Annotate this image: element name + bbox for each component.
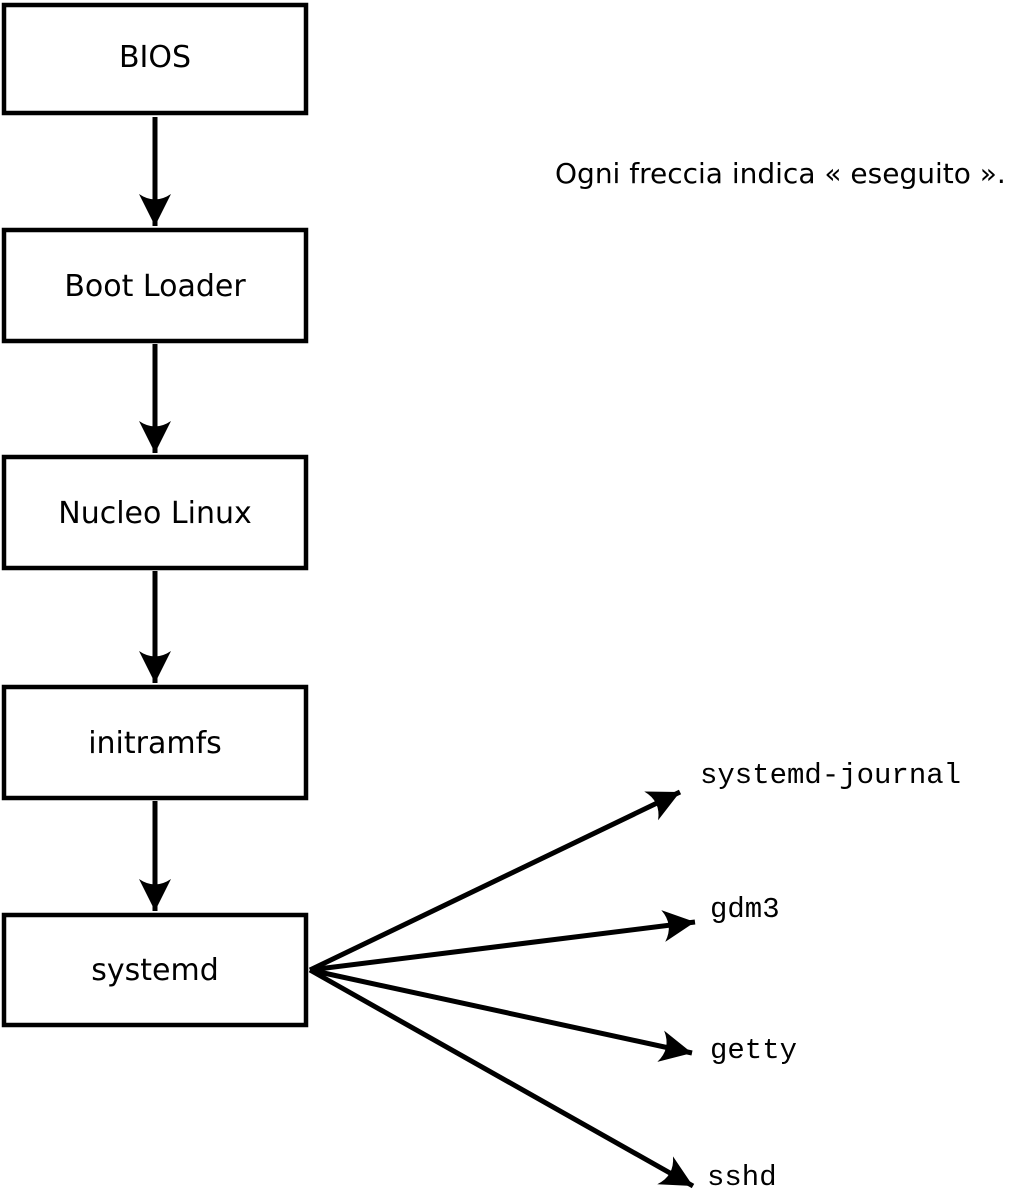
flow-box-boot-loader-rect: [1, 227, 309, 344]
fan-arrow-systemd-to-getty: [309, 967, 693, 1062]
flow-box-bios-rect: [1, 2, 309, 116]
service-label-gdm3: gdm3: [710, 893, 780, 926]
fan-arrow-systemd-to-gdm3: [309, 910, 696, 973]
flow-box-initramfs: initramfs: [1, 684, 309, 801]
service-label-systemd-journal: systemd-journal: [700, 759, 961, 792]
flow-box-boot-loader: Boot Loader: [1, 227, 309, 344]
fan-arrow-systemd-to-sshd: [308, 967, 695, 1189]
flow-box-systemd-rect: [1, 912, 309, 1028]
flow-box-initramfs-label: initramfs: [88, 726, 222, 761]
flow-box-nucleo-linux-rect: [1, 454, 309, 571]
service-label-sshd: sshd: [707, 1161, 777, 1193]
flow-box-systemd: systemd: [1, 912, 309, 1028]
service-label-getty: getty: [710, 1034, 797, 1067]
flow-box-boot-loader-label: Boot Loader: [64, 269, 246, 304]
fan-arrow-systemd-to-systemd-journal: [308, 789, 682, 973]
flow-box-nucleo-linux: Nucleo Linux: [1, 454, 309, 571]
flow-box-systemd-label: systemd: [91, 953, 219, 988]
note-text: Ogni freccia indica « eseguito ».: [555, 157, 1006, 190]
flow-box-bios-label: BIOS: [119, 40, 191, 75]
flow-box-bios: BIOS: [1, 2, 309, 116]
flow-box-initramfs-rect: [1, 684, 309, 801]
flow-box-nucleo-linux-label: Nucleo Linux: [58, 496, 251, 531]
